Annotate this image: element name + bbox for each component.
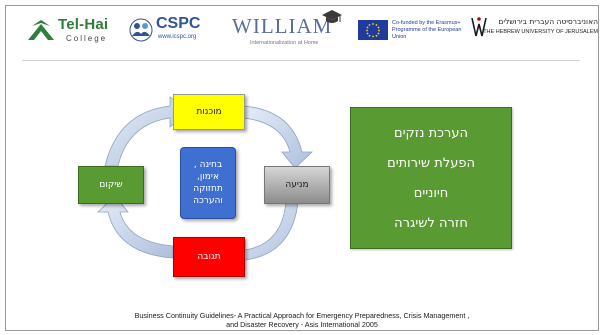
hebrew-university-english: THE HEBREW UNIVERSITY OF JERUSALEM	[483, 29, 598, 35]
hebrew-university-mark-icon	[471, 17, 487, 37]
box-prevention: מניעה	[264, 166, 330, 204]
tel-hai-logo: Tel-Hai College	[28, 16, 113, 44]
cspc-name: CSPC	[156, 15, 201, 32]
cspc-logo: CSPC www.icspc.org	[128, 15, 223, 44]
recovery-panel: הערכת נזקים הפעלת שירותים חיוניים חזרה ל…	[350, 107, 512, 249]
eu-text: Co-funded by the Erasmus+ Programme of t…	[392, 20, 462, 40]
panel-item: הערכת נזקים	[394, 125, 468, 141]
center-line-1: בחינה ,	[193, 160, 223, 170]
center-line-4: והערכה	[193, 196, 223, 206]
tel-hai-name: Tel-Hai	[58, 16, 109, 33]
arrow-top-to-right	[242, 105, 314, 169]
eu-flag-icon	[358, 20, 388, 40]
tel-hai-mark-icon	[28, 20, 54, 40]
box-preparedness: מוכנות	[173, 94, 245, 130]
box-response: תגובה	[173, 237, 245, 277]
box-recovery: שיקום	[78, 166, 144, 204]
panel-item: חיוניים	[413, 185, 449, 201]
arrow-bottom-to-left	[96, 195, 174, 259]
graduation-cap-icon	[322, 10, 342, 23]
william-logo: WILLIAM Internationalization at Home	[232, 10, 350, 48]
tel-hai-sub: College	[66, 34, 108, 43]
center-line-2: אימון,	[197, 172, 219, 182]
hebrew-university-logo: האוניברסיטה העברית בירושלים THE HEBREW U…	[470, 14, 598, 44]
panel-item: חזרה לשיגרה	[394, 215, 468, 231]
panel-item: הפעלת שירותים	[387, 155, 475, 171]
william-sub: Internationalization at Home	[250, 40, 319, 46]
cspc-mark-icon	[129, 18, 153, 42]
hebrew-university-hebrew: האוניברסיטה העברית בירושלים	[498, 17, 598, 26]
citation-line-2: and Disaster Recovery - Asis Internation…	[226, 319, 378, 329]
eu-erasmus-logo: Co-funded by the Erasmus+ Programme of t…	[358, 20, 461, 46]
slide-frame	[5, 5, 599, 331]
citation: Business Continuity Guidelines- A Practi…	[100, 311, 504, 329]
cspc-url: www.icspc.org	[158, 34, 197, 40]
william-name: WILLIAM	[232, 14, 333, 38]
box-center: בחינה , אימון, תחזוקה והערכה	[180, 147, 236, 219]
citation-line-1: Business Continuity Guidelines- A Practi…	[134, 311, 470, 320]
center-line-3: תחזוקה	[193, 184, 223, 194]
header-separator	[22, 60, 580, 61]
